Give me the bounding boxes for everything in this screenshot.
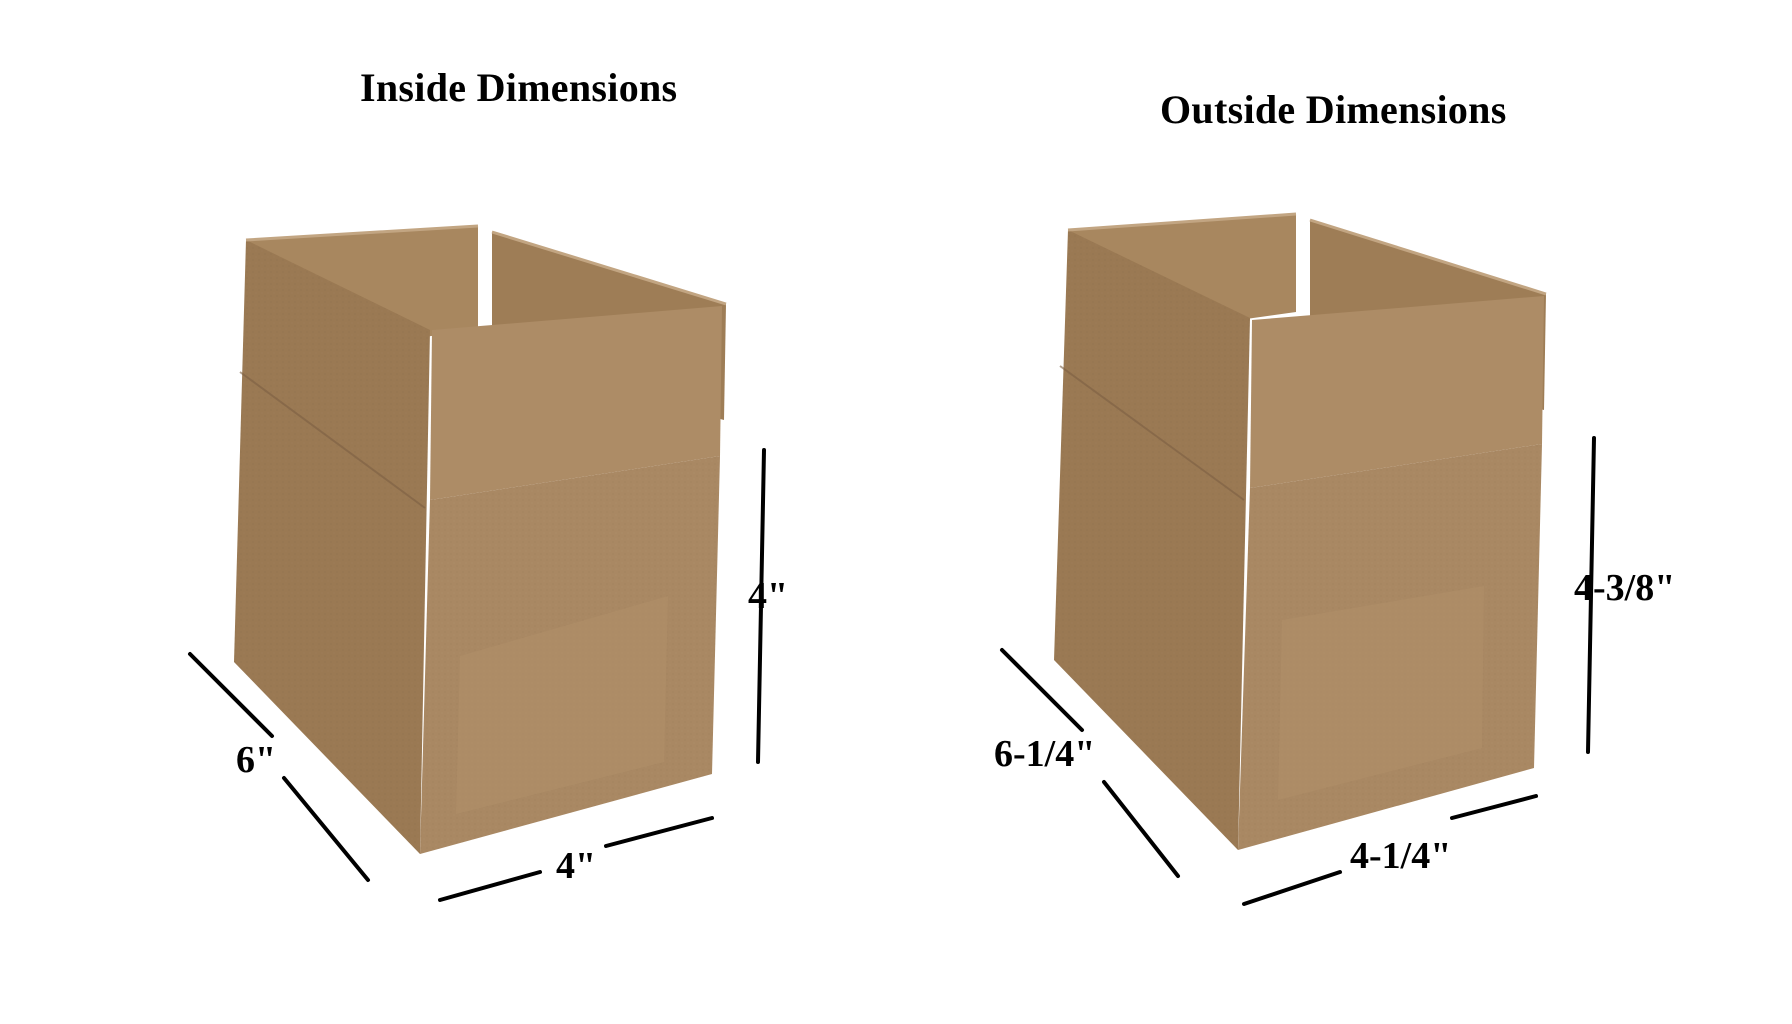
inside-height-label: 4" — [748, 575, 789, 617]
outside-box-image — [1054, 212, 1547, 850]
outside-depth-label: 6-1/4" — [994, 733, 1096, 775]
inside-dimension-lines — [188, 448, 766, 902]
outside-depth-line-upper — [1000, 648, 1084, 732]
inside-depth-line-lower — [282, 776, 370, 882]
inside-width-line-left — [438, 870, 542, 902]
outside-dimension-lines — [1000, 436, 1596, 906]
outside-width-label: 4-1/4" — [1350, 835, 1452, 877]
outside-height-line — [1586, 436, 1596, 754]
inside-dimensions-heading: Inside Dimensions — [360, 65, 678, 110]
outside-dimensions-heading: Outside Dimensions — [1160, 87, 1507, 132]
outside-width-line-left — [1242, 870, 1342, 906]
inside-width-label: 4" — [556, 845, 597, 887]
outside-width-line-right — [1450, 794, 1538, 820]
inside-height-line — [756, 448, 766, 764]
outside-front-flap — [1250, 296, 1544, 488]
inside-depth-label: 6" — [236, 739, 277, 781]
inside-depth-line-upper — [188, 652, 274, 738]
inside-width-line-right — [604, 816, 714, 848]
inside-box-image — [234, 224, 727, 854]
outside-height-label: 4-3/8" — [1574, 567, 1676, 609]
inside-front-flap — [430, 306, 722, 500]
outside-depth-line-lower — [1102, 780, 1180, 878]
